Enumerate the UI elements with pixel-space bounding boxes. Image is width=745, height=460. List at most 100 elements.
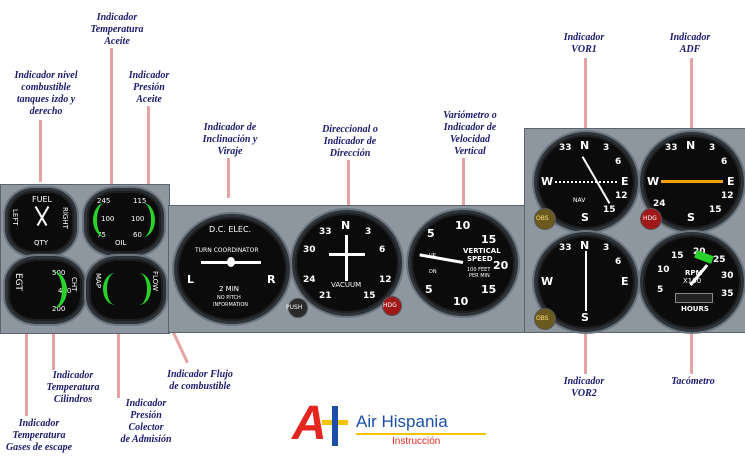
pointer-nivel-combustible	[39, 120, 42, 182]
vor2-w: W	[541, 275, 554, 288]
vor2-33: 33	[559, 243, 572, 253]
vor2-obs-label: OBS	[536, 315, 549, 322]
tc-info2: INFORMATION	[213, 302, 249, 308]
hdg-33: 33	[319, 227, 332, 237]
tc-min: 2 MIN	[219, 285, 240, 293]
pointer-presion-colector	[117, 318, 120, 398]
logo-blue-bar	[332, 406, 338, 446]
vsi-dn: DN	[429, 269, 437, 275]
brand-subtitle: Instrucción	[392, 436, 441, 447]
adf-6: 6	[721, 157, 728, 167]
vsi-units1: 100 FEET	[467, 267, 491, 273]
tach-30: 30	[721, 271, 734, 281]
oil-press-green-arc	[131, 203, 155, 237]
tach-hours: HOURS	[681, 305, 709, 313]
map-green-arc	[103, 273, 127, 305]
tc-right: R	[267, 273, 276, 286]
pointer-tacometro	[690, 330, 693, 374]
turn-coordinator: D.C. ELEC. TURN COORDINATOR L R 2 MIN NO…	[174, 214, 290, 324]
vor1-obs-label: OBS	[536, 215, 549, 222]
vor1-33: 33	[559, 143, 572, 153]
tachometer: 5 10 15 20 25 30 35 RPM X100 HOURS	[640, 232, 744, 332]
fuel-qty-label: QTY	[34, 239, 49, 247]
oil-temp-green-arc	[93, 203, 117, 237]
brand-name: Air Hispania	[356, 412, 448, 431]
pointer-vor2	[584, 330, 587, 374]
vor1-obs-knob[interactable]	[534, 208, 556, 230]
vor1-nav: NAV	[573, 197, 586, 204]
vsi-5-dn: 5	[425, 283, 433, 296]
label-nivel-combustible: Indicador nivel combustible tanques izdo…	[14, 70, 78, 117]
cht-low: 200	[52, 305, 66, 313]
vsi-15-up: 15	[481, 233, 497, 246]
vor1-12: 12	[615, 191, 628, 201]
flow-label: FLOW	[151, 271, 159, 292]
map-fuel-flow-gauge: MAP FLOW	[86, 256, 166, 324]
fuel-right-label: RIGHT	[61, 207, 69, 229]
vsi-10-up: 10	[455, 219, 471, 232]
adf-33: 33	[665, 143, 678, 153]
vor2-cdi-bar	[585, 251, 587, 311]
adf-w: W	[647, 175, 660, 188]
hdg-hdg-label: HDG	[383, 302, 397, 309]
vsi-title1: VERTICAL	[463, 247, 501, 255]
label-temp-gases: Indicador Temperatura Gases de escape	[5, 418, 73, 453]
label-inclinacion: Indicador de Inclinación y Viraje	[202, 122, 258, 157]
flow-green-arc	[127, 273, 151, 305]
label-presion-aceite: Indicador Presión Aceite	[128, 70, 170, 105]
hdg-push-knob[interactable]	[288, 298, 308, 318]
hdg-12: 12	[379, 275, 392, 285]
vertical-speed-indicator: 5 10 15 20 15 10 5 VERTICAL SPEED 100 FE…	[408, 210, 518, 316]
vsi-15-dn: 15	[481, 283, 497, 296]
pointer-variometro	[462, 158, 465, 210]
hdg-hdg-knob[interactable]	[382, 296, 402, 316]
cht-label: CHT	[70, 277, 78, 292]
pointer-temp-cilindros	[52, 318, 55, 370]
fuel-left-label: LEFT	[11, 209, 19, 226]
vor2-e: E	[621, 275, 629, 288]
label-vor2: Indicador VOR2	[563, 376, 605, 399]
label-temp-aceite: Indicador Temperatura Aceite	[90, 12, 144, 47]
tc-left: L	[187, 273, 195, 286]
vor2-n: N	[580, 239, 590, 252]
hdg-24: 24	[303, 275, 316, 285]
hdg-airplane-wings	[329, 253, 365, 256]
pointer-presion-aceite	[147, 106, 150, 188]
vor1-w: W	[541, 175, 554, 188]
vor1-3: 3	[603, 143, 610, 153]
hdg-airplane-vertical	[345, 235, 348, 281]
oil-temp-top: 245	[97, 197, 111, 205]
oil-temp-press-gauge: 245 100 75 OIL 115 100 60	[84, 188, 164, 256]
vor2-s: S	[581, 311, 589, 324]
adf-15: 15	[709, 205, 722, 215]
pointer-direccional	[347, 160, 350, 215]
adf-n: N	[686, 139, 696, 152]
tach-green-arc	[694, 250, 714, 264]
label-tacometro: Tacómetro	[671, 376, 715, 387]
map-label: MAP	[94, 273, 102, 289]
vor2-obs-knob[interactable]	[534, 308, 556, 330]
hdg-push-label: PUSH	[286, 304, 303, 311]
pointer-inclinacion	[227, 158, 230, 198]
vsi-10-dn: 10	[453, 295, 469, 308]
vor1-glide-dots	[555, 181, 617, 185]
egt-label: EGT	[13, 273, 23, 291]
label-flujo: Indicador Flujo de combustible	[167, 369, 233, 392]
hdg-6: 6	[379, 245, 386, 255]
adf-hdg-knob[interactable]	[640, 208, 662, 230]
oil-title: OIL	[115, 239, 127, 247]
adf-hdg-label: HDG	[643, 215, 657, 222]
label-presion-colector: Indicador Presión Colector de Admisión	[120, 398, 172, 445]
adf-24: 24	[653, 199, 666, 209]
hdg-3: 3	[365, 227, 372, 237]
tc-airplane-body	[227, 257, 235, 267]
oil-press-top: 115	[133, 197, 147, 205]
vsi-20: 20	[493, 259, 509, 272]
vor2-indicator: N 33 W S E 6 3	[534, 232, 638, 332]
brand-underline	[356, 433, 486, 435]
adf-e: E	[727, 175, 735, 188]
pointer-vor1	[584, 58, 587, 138]
label-variometro: Variómetro o Indicador de Velocidad Vert…	[443, 110, 497, 157]
fuel-title: FUEL	[32, 195, 52, 204]
vsi-5-up: 5	[427, 227, 435, 240]
